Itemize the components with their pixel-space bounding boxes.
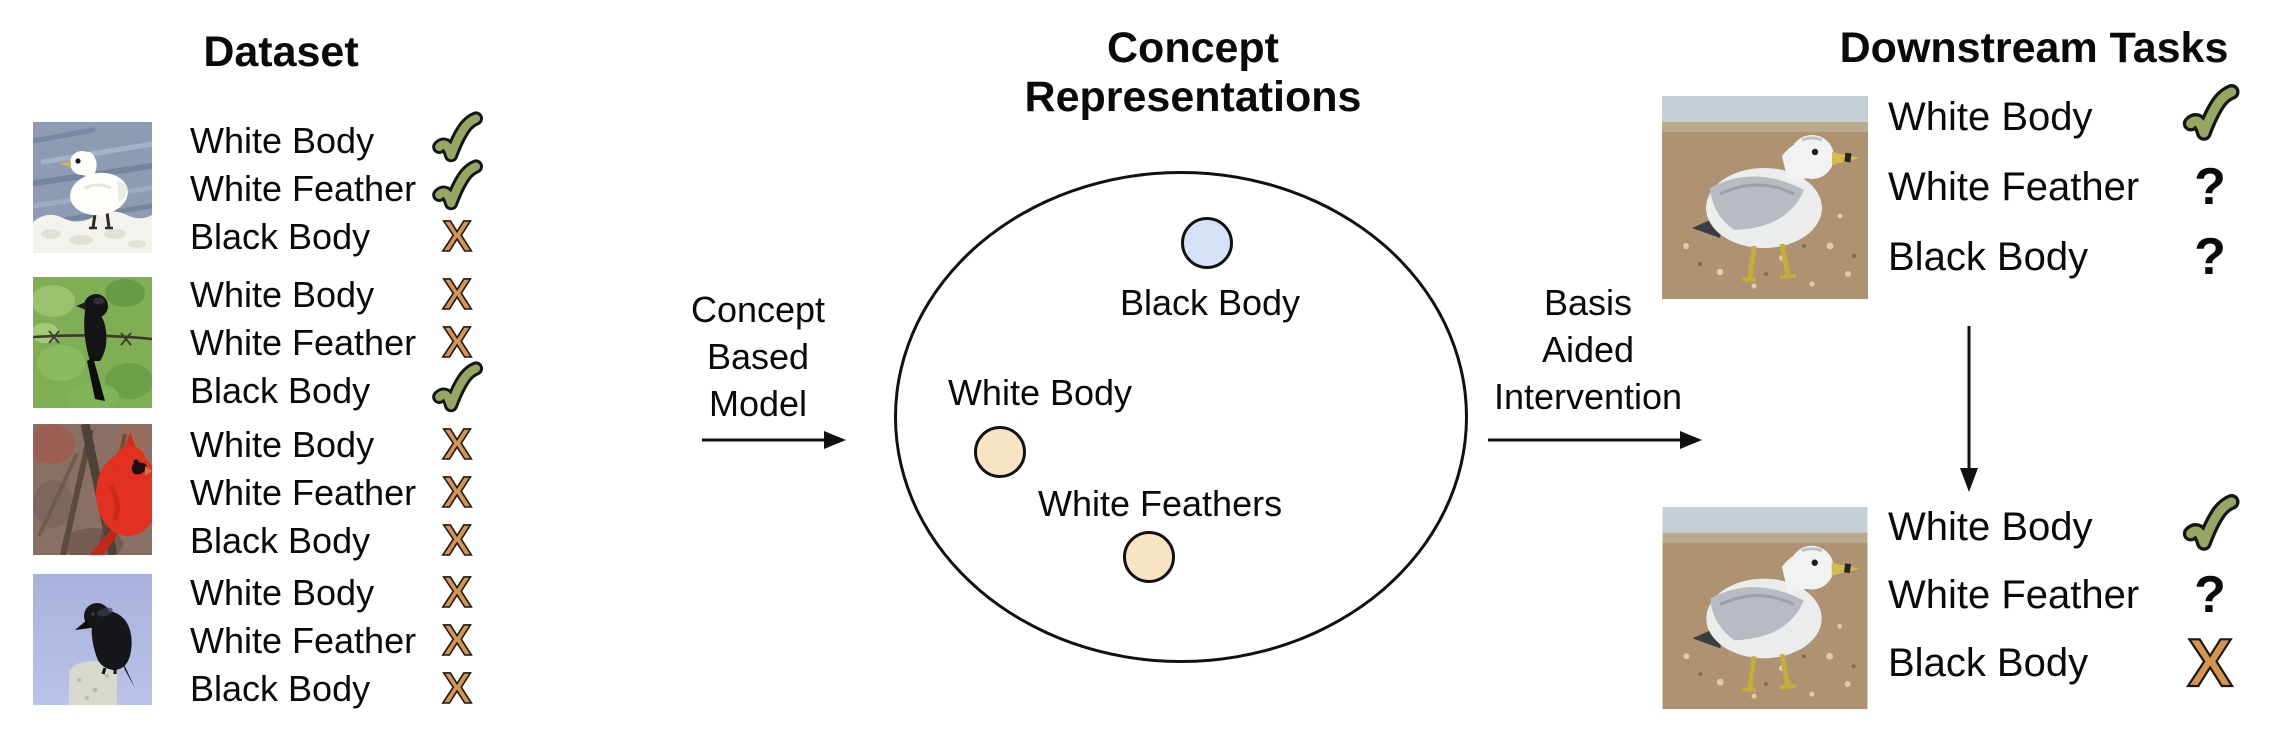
concept-label-row: White Body bbox=[1888, 82, 2278, 152]
cross-icon: X bbox=[442, 568, 473, 617]
concept-label: White Body bbox=[190, 274, 375, 315]
concept-label: Black Body bbox=[190, 668, 371, 709]
downstream-before-labels: White Body White Feather ? Black Body ? bbox=[1888, 82, 2278, 292]
concept-label-row: White Feather X bbox=[190, 469, 490, 517]
concept-label: White Feather bbox=[190, 620, 417, 661]
downstream-tasks-title: Downstream Tasks bbox=[1839, 24, 2229, 72]
black-bird-on-barbed-wire-image bbox=[33, 277, 152, 408]
cross-icon: X bbox=[442, 420, 473, 469]
cross-icon: X bbox=[442, 212, 473, 261]
white-gull-on-snow-image bbox=[33, 122, 152, 253]
concept-label-row: Black Body ? bbox=[1888, 222, 2278, 292]
question-icon: ? bbox=[2194, 228, 2226, 286]
question-icon: ? bbox=[2194, 158, 2226, 216]
concept-label: White Feather bbox=[1888, 164, 2140, 209]
cross-icon: X bbox=[442, 616, 473, 665]
concept-label: White Body bbox=[190, 424, 375, 465]
black-crow-on-post-image bbox=[33, 574, 152, 705]
intervention-down-arrow-icon bbox=[1960, 326, 1978, 492]
concept-label: Black Body bbox=[190, 216, 371, 257]
concept-space-ellipse bbox=[894, 171, 1468, 663]
dataset-row-1-labels: White Body White Feather Black Body X bbox=[190, 111, 490, 261]
cross-icon: X bbox=[2186, 625, 2234, 701]
concept-label-row: Black Body X bbox=[190, 665, 490, 713]
concept-label: Black Body bbox=[1888, 234, 2089, 279]
concept-label-row: Black Body X bbox=[190, 213, 490, 261]
concept-label-row: White Feather ? bbox=[1888, 561, 2278, 629]
concept-label-row: White Body X bbox=[190, 271, 490, 319]
concept-label-row: White Body bbox=[190, 111, 490, 167]
check-icon bbox=[425, 159, 489, 215]
concept-label: White Body bbox=[1888, 94, 2093, 139]
white-feathers-concept-dot bbox=[1123, 531, 1175, 583]
concept-label-row: White Feather bbox=[190, 159, 490, 215]
seagull-on-beach-image-bottom bbox=[1662, 507, 1868, 709]
concept-label: White Body bbox=[1888, 504, 2093, 549]
question-icon: ? bbox=[2194, 566, 2226, 624]
black-body-concept-label: Black Body bbox=[1119, 282, 1301, 323]
concept-representations-title: Concept Representations bbox=[1024, 24, 1362, 121]
concept-label-row: White Body bbox=[1888, 493, 2278, 561]
concept-label: Black Body bbox=[190, 370, 371, 411]
concept-label: White Body bbox=[190, 572, 375, 613]
cross-icon: X bbox=[442, 318, 473, 367]
seagull-on-beach-image-top bbox=[1662, 96, 1868, 299]
check-icon bbox=[2178, 494, 2242, 556]
check-icon bbox=[425, 361, 489, 417]
white-feathers-concept-label: White Feathers bbox=[1038, 483, 1283, 524]
dataset-row-4-labels: White Body X White Feather X Black Body … bbox=[190, 569, 490, 713]
dataset-title: Dataset bbox=[203, 28, 359, 76]
downstream-after-labels: White Body White Feather ? Black Body X bbox=[1888, 493, 2278, 701]
cross-icon: X bbox=[442, 516, 473, 565]
red-cardinal-on-branch-image bbox=[33, 424, 152, 555]
concept-based-model-label: Concept Based Model bbox=[690, 289, 826, 424]
concept-label-row: White Feather ? bbox=[1888, 152, 2278, 222]
concept-label: White Feather bbox=[190, 472, 417, 513]
basis-aided-intervention-label: Basis Aided Intervention bbox=[1493, 282, 1683, 417]
cross-icon: X bbox=[442, 664, 473, 713]
cross-icon: X bbox=[442, 270, 473, 319]
concept-label: White Feather bbox=[190, 168, 417, 209]
concept-label-row: Black Body X bbox=[190, 517, 490, 565]
concept-label: White Feather bbox=[1888, 572, 2140, 617]
concept-label-row: White Body X bbox=[190, 421, 490, 469]
check-icon bbox=[2178, 84, 2242, 146]
concept-label: White Feather bbox=[190, 322, 417, 363]
concept-label: Black Body bbox=[190, 520, 371, 561]
check-icon bbox=[425, 111, 489, 167]
basis-intervention-arrow-icon bbox=[1488, 431, 1702, 449]
concept-label-row: White Body X bbox=[190, 569, 490, 617]
dataset-row-2-labels: White Body X White Feather X Black Body bbox=[190, 271, 490, 415]
cross-icon: X bbox=[442, 468, 473, 517]
concept-label-row: Black Body X bbox=[1888, 625, 2278, 701]
dataset-row-3-labels: White Body X White Feather X Black Body … bbox=[190, 421, 490, 565]
black-body-concept-dot bbox=[1181, 217, 1233, 269]
concept-model-arrow-icon bbox=[702, 431, 846, 449]
concept-label-row: Black Body bbox=[190, 361, 490, 417]
white-body-concept-label: White Body bbox=[947, 372, 1133, 413]
concept-label: White Body bbox=[190, 120, 375, 161]
concept-label: Black Body bbox=[1888, 640, 2089, 685]
concept-label-row: White Feather X bbox=[190, 319, 490, 367]
concept-label-row: White Feather X bbox=[190, 617, 490, 665]
white-body-concept-dot bbox=[974, 426, 1026, 478]
